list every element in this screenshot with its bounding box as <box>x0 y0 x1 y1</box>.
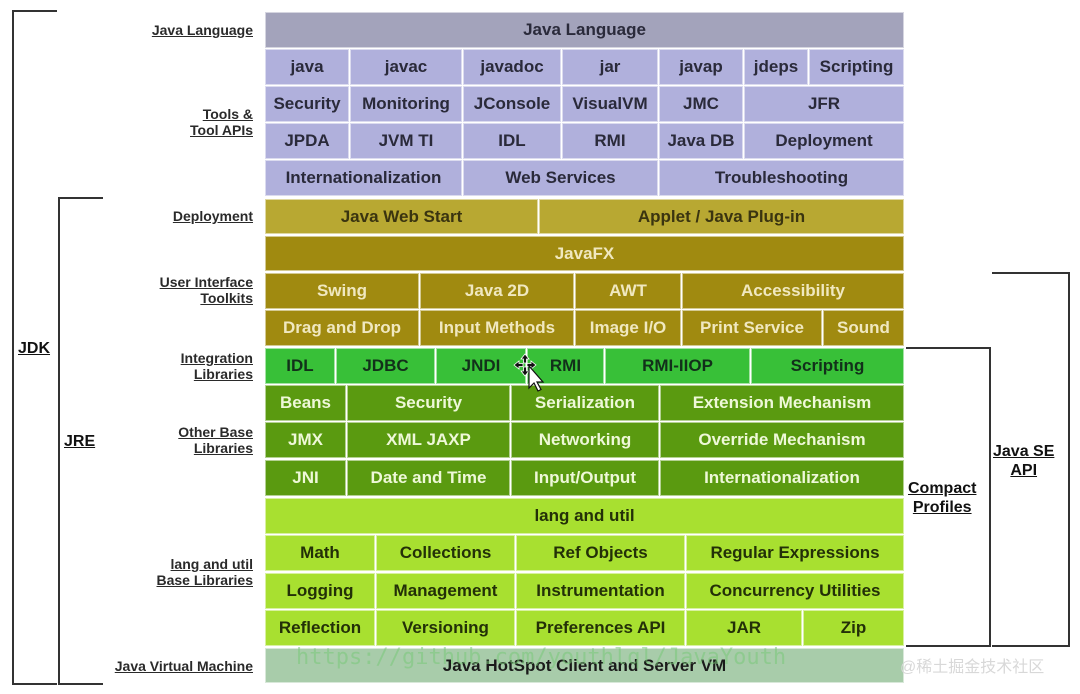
component-cell: Monitoring <box>350 86 462 122</box>
component-cell: Security <box>265 86 349 122</box>
component-cell: Drag and Drop <box>265 310 419 346</box>
component-cell: Extension Mechanism <box>660 385 904 421</box>
layer-label: Tools & Tool APIs <box>190 106 253 138</box>
layer-label: Other Base Libraries <box>178 424 253 456</box>
component-cell: Print Service <box>682 310 822 346</box>
compact-bracket-bottom <box>906 645 991 647</box>
component-cell: JConsole <box>463 86 561 122</box>
component-cell: Logging <box>265 573 375 609</box>
component-cell: JFR <box>744 86 904 122</box>
jdk-bracket-bottom <box>12 683 57 685</box>
component-cell: Deployment <box>744 123 904 159</box>
component-cell: Preferences API <box>516 610 685 646</box>
move-cursor-icon <box>513 353 545 392</box>
jre-bracket-bottom <box>58 683 103 685</box>
component-cell: Collections <box>376 535 515 571</box>
component-cell: Zip <box>803 610 904 646</box>
component-cell: JPDA <box>265 123 349 159</box>
component-cell: javadoc <box>463 49 561 85</box>
component-cell: JNI <box>265 460 346 496</box>
component-cell: Reflection <box>265 610 375 646</box>
component-cell: Instrumentation <box>516 573 685 609</box>
layer-label: lang and util Base Libraries <box>156 556 254 588</box>
component-cell: Applet / Java Plug-in <box>539 199 904 234</box>
component-cell: XML JAXP <box>347 422 510 458</box>
component-cell: RMI-IIOP <box>605 348 750 384</box>
component-cell: RMI <box>562 123 658 159</box>
component-cell: jar <box>562 49 658 85</box>
layer-label: User Interface Toolkits <box>159 274 253 306</box>
component-cell: Date and Time <box>347 460 510 496</box>
component-cell: JMX <box>265 422 346 458</box>
java-se-api-label: Java SE API <box>993 443 1055 479</box>
component-cell: Input Methods <box>420 310 574 346</box>
jre-bracket-vertical <box>58 197 60 685</box>
component-cell: Scripting <box>809 49 904 85</box>
javase-bracket-vertical <box>1068 272 1070 647</box>
component-cell: Override Mechanism <box>660 422 904 458</box>
component-cell: Java Web Start <box>265 199 538 234</box>
component-cell: javac <box>350 49 462 85</box>
component-cell: Java HotSpot Client and Server VM <box>265 648 904 683</box>
component-cell: JavaFX <box>265 236 904 271</box>
component-cell: JAR <box>686 610 802 646</box>
compact-bracket-vertical <box>989 347 991 647</box>
component-cell: IDL <box>463 123 561 159</box>
component-cell: java <box>265 49 349 85</box>
javase-bracket-top <box>992 272 1070 274</box>
component-cell: Versioning <box>376 610 515 646</box>
component-cell: JMC <box>659 86 743 122</box>
component-cell: IDL <box>265 348 335 384</box>
component-cell: Serialization <box>511 385 659 421</box>
component-cell: Concurrency Utilities <box>686 573 904 609</box>
component-cell: Accessibility <box>682 273 904 309</box>
component-cell: JDBC <box>336 348 435 384</box>
layer-label: Integration Libraries <box>180 350 253 382</box>
component-cell: JVM TI <box>350 123 462 159</box>
component-cell: Java 2D <box>420 273 574 309</box>
component-cell: javap <box>659 49 743 85</box>
component-cell: Security <box>347 385 510 421</box>
component-cell: Internationalization <box>265 160 462 196</box>
component-cell: Scripting <box>751 348 904 384</box>
jdk-bracket-top <box>12 10 57 12</box>
jdk-bracket-vertical <box>12 10 14 685</box>
layer-label: Java Language <box>151 22 253 38</box>
component-cell: Management <box>376 573 515 609</box>
component-cell: Internationalization <box>660 460 904 496</box>
component-cell: Web Services <box>463 160 658 196</box>
component-cell: Swing <box>265 273 419 309</box>
component-cell: Sound <box>823 310 904 346</box>
layer-label: Deployment <box>172 208 253 224</box>
jdk-label: JDK <box>18 340 51 357</box>
component-cell: Java DB <box>659 123 743 159</box>
component-cell: Beans <box>265 385 346 421</box>
jre-label: JRE <box>64 433 96 450</box>
component-cell: Networking <box>511 422 659 458</box>
jre-bracket-top <box>58 197 103 199</box>
component-cell: lang and util <box>265 498 904 534</box>
component-cell: Ref Objects <box>516 535 685 571</box>
site-credit: @稀土掘金技术社区 <box>900 659 1045 676</box>
component-cell: JNDI <box>436 348 526 384</box>
component-cell: jdeps <box>744 49 808 85</box>
layer-label: Java Virtual Machine <box>114 658 253 674</box>
component-cell: AWT <box>575 273 681 309</box>
component-cell: VisualVM <box>562 86 658 122</box>
component-cell: Regular Expressions <box>686 535 904 571</box>
compact-profiles-label: Compact Profiles <box>908 480 977 516</box>
component-cell: Input/Output <box>511 460 659 496</box>
component-cell: Troubleshooting <box>659 160 904 196</box>
component-cell: Image I/O <box>575 310 681 346</box>
component-cell: Java Language <box>265 12 904 48</box>
javase-bracket-bottom <box>992 645 1070 647</box>
component-cell: Math <box>265 535 375 571</box>
compact-bracket-top <box>906 347 991 349</box>
